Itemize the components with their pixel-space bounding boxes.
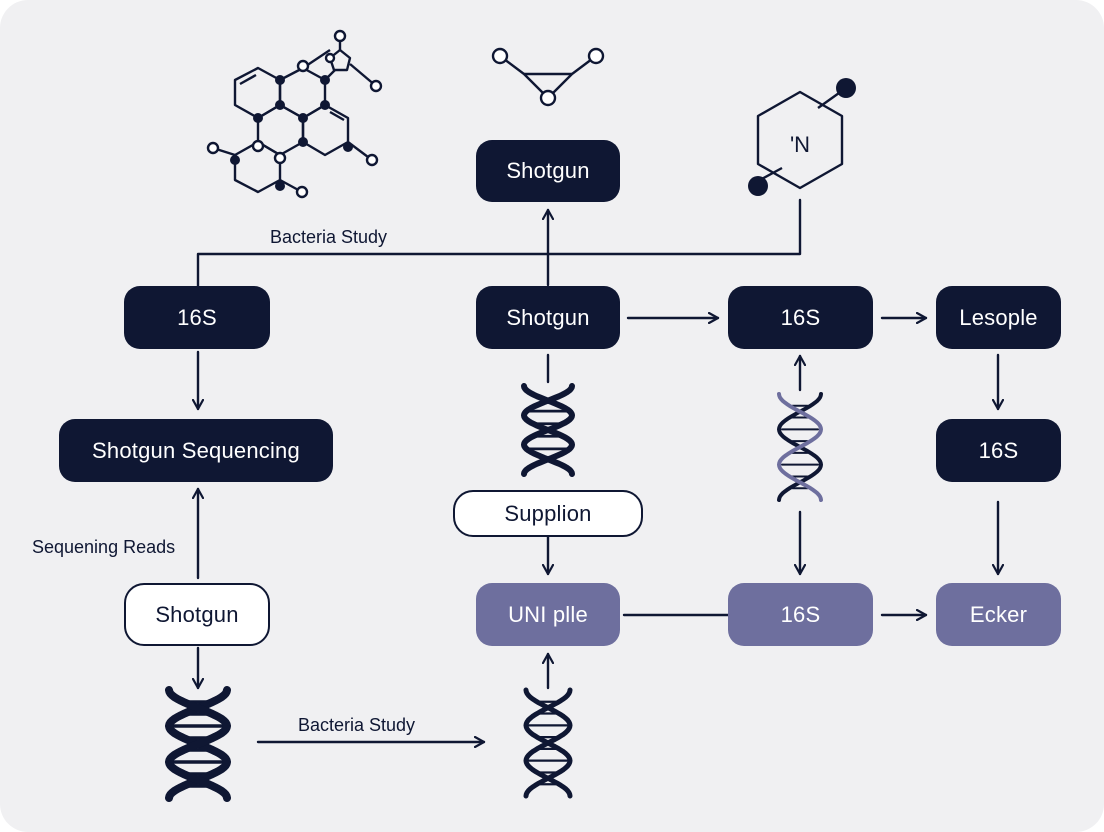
molecule-icon: [206, 29, 383, 199]
16s-right-node[interactable]: 16S: [936, 419, 1061, 482]
bacteria-study-top-label: Bacteria Study: [270, 227, 388, 247]
sequencing-reads-label: Sequening Reads: [32, 537, 176, 557]
hexagon-molecule-icon: [748, 78, 856, 196]
shotgun-top-node[interactable]: Shotgun: [476, 140, 620, 202]
uniplle-node[interactable]: UNI plle: [476, 583, 620, 646]
dna-helix-bottom-left-icon: [165, 686, 231, 802]
bracket-connector: [196, 198, 802, 289]
lesople-node[interactable]: Lesople: [936, 286, 1061, 349]
shotgun-sequencing-node[interactable]: Shotgun Sequencing: [59, 419, 333, 482]
shotgun-center-node[interactable]: Shotgun: [476, 286, 620, 349]
supplion-node[interactable]: Supplion: [453, 490, 643, 537]
shotgun-outline-node[interactable]: Shotgun: [124, 583, 270, 646]
dna-helix-center-right-icon: [777, 392, 823, 502]
16s-bottom-node[interactable]: 16S: [728, 583, 873, 646]
bacteria-study-bottom-label: Bacteria Study: [298, 715, 416, 735]
16s-center-right-node[interactable]: 16S: [728, 286, 873, 349]
triangle-molecule-icon: [491, 47, 605, 107]
hexagon-atom-label: 'N: [790, 132, 810, 157]
dna-icons: [165, 383, 823, 802]
dna-helix-center-top-icon: [521, 383, 575, 477]
16s-left-node[interactable]: 16S: [124, 286, 270, 349]
dna-helix-bottom-center-icon: [523, 687, 573, 799]
ecker-node[interactable]: Ecker: [936, 583, 1061, 646]
